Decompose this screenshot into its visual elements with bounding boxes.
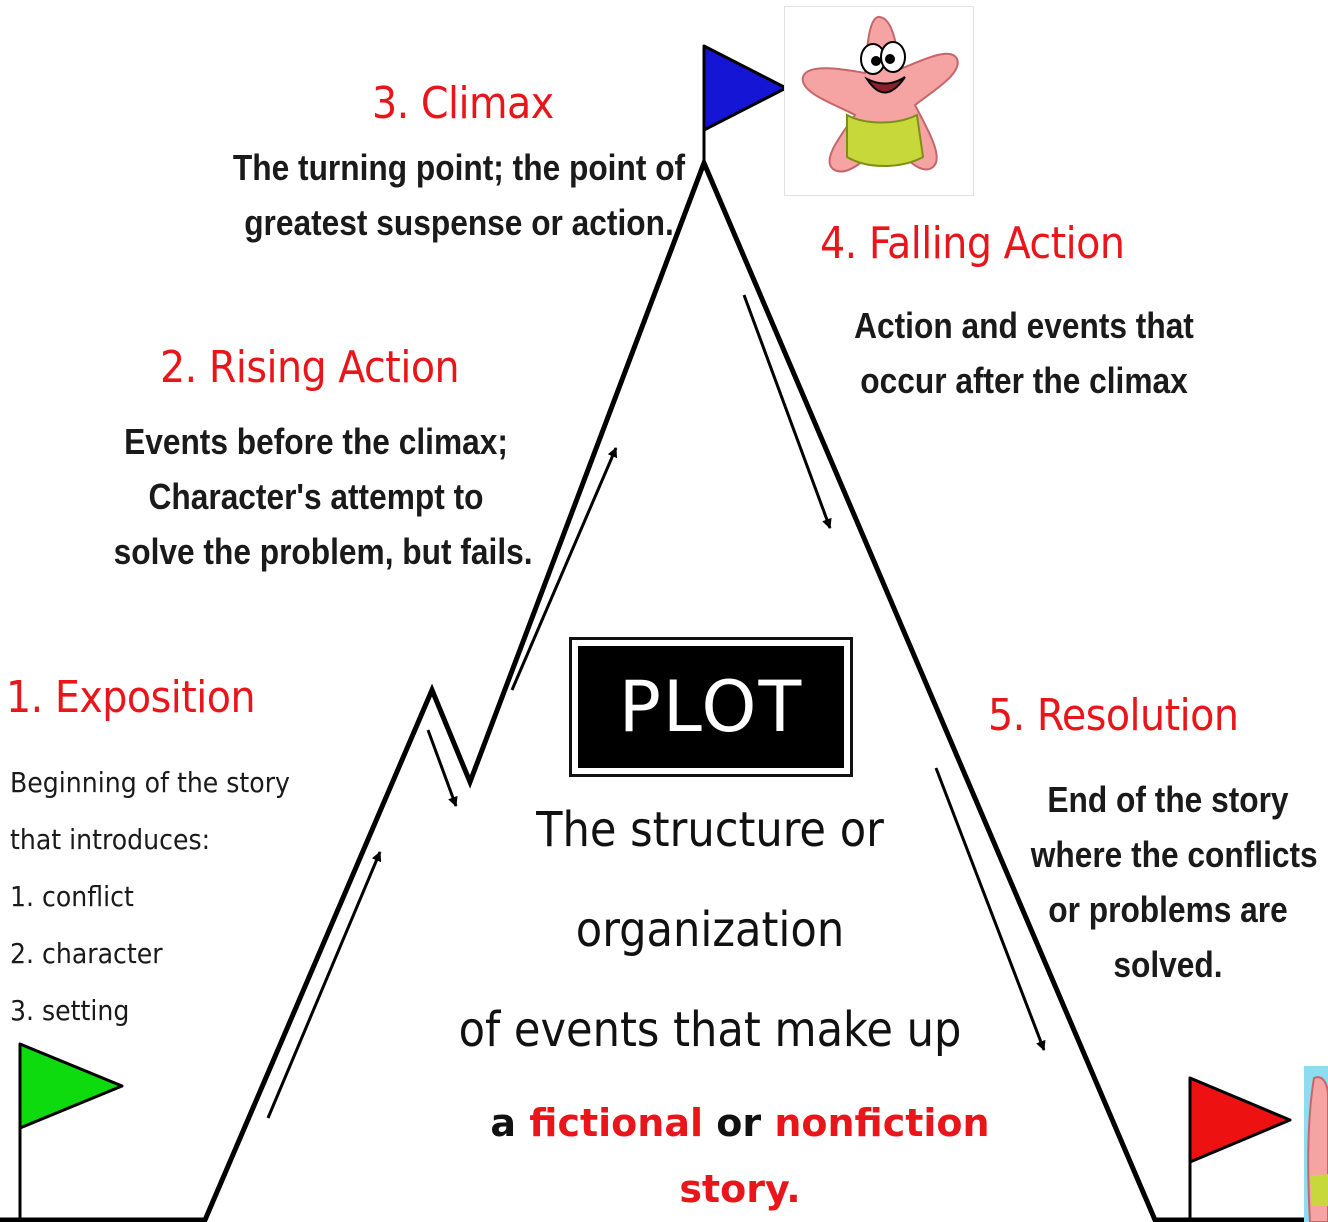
exposition-line: Beginning of the story — [10, 766, 290, 799]
exposition-arrow — [266, 851, 382, 1119]
exposition-item-character: 2. character — [10, 937, 163, 970]
story-word-nonfiction: nonfiction — [774, 1101, 990, 1145]
climax-line: greatest suspense or action. — [244, 202, 674, 243]
plot-label: PLOT — [578, 646, 844, 768]
falling-action-arrow — [742, 294, 832, 529]
falling-action-line: occur after the climax — [860, 360, 1188, 401]
definition-line: of events that make up — [458, 1002, 962, 1058]
rising-action-line: Character's attempt to — [148, 476, 484, 517]
exposition-item-setting: 3. setting — [10, 994, 130, 1027]
resolution-line: solved. — [1113, 944, 1223, 985]
exposition-description: Beginning of the story that introduces: … — [10, 754, 290, 1039]
plot-definition: The structure or organization of events … — [420, 780, 1000, 1080]
rising-action-title: 2. Rising Action — [160, 342, 460, 393]
rising-action-description: Events before the climax; Character's at… — [113, 414, 533, 579]
story-word-or: or — [716, 1101, 762, 1145]
definition-line: The structure or — [536, 802, 884, 858]
story-word-a: a — [490, 1101, 517, 1145]
rising-action-line: Events before the climax; — [124, 421, 508, 462]
falling-action-line: Action and events that — [854, 305, 1194, 346]
exposition-line: that introduces: — [10, 823, 211, 856]
resolution-line: where the conflicts — [1030, 834, 1318, 875]
exposition-item-conflict: 1. conflict — [10, 880, 134, 913]
plot-label-box: PLOT — [569, 637, 853, 777]
resolution-line: or problems are — [1048, 889, 1288, 930]
green-flag-icon — [18, 1042, 124, 1218]
climax-line: The turning point; the point of — [232, 147, 686, 188]
exposition-title: 1. Exposition — [6, 672, 256, 723]
climax-description: The turning point; the point of greatest… — [231, 140, 687, 250]
falling-action-description: Action and events that occur after the c… — [823, 298, 1224, 408]
story-word-fictional: fictional — [529, 1101, 703, 1145]
story-word-story: story. — [679, 1167, 801, 1211]
starfish-character-icon — [784, 6, 974, 196]
red-flag-icon — [1188, 1076, 1292, 1218]
resolution-description: End of the story where the conflicts or … — [1030, 772, 1318, 992]
resolution-arrow — [934, 767, 1046, 1051]
resolution-title: 5. Resolution — [988, 690, 1239, 741]
resolution-line: End of the story — [1047, 779, 1289, 820]
plot-line — [0, 156, 1328, 1222]
falling-action-title: 4. Falling Action — [820, 218, 1125, 269]
rising-action-arrow — [510, 447, 618, 691]
dip-arrow — [426, 729, 458, 807]
definition-line: organization — [575, 902, 845, 958]
climax-title: 3. Climax — [372, 78, 554, 129]
starfish-character-partial-icon — [1304, 1066, 1328, 1222]
story-type-line: a fictional or nonfiction story. — [460, 1090, 1020, 1222]
blue-flag-icon — [702, 44, 788, 163]
rising-action-line: solve the problem, but fails. — [113, 531, 533, 572]
